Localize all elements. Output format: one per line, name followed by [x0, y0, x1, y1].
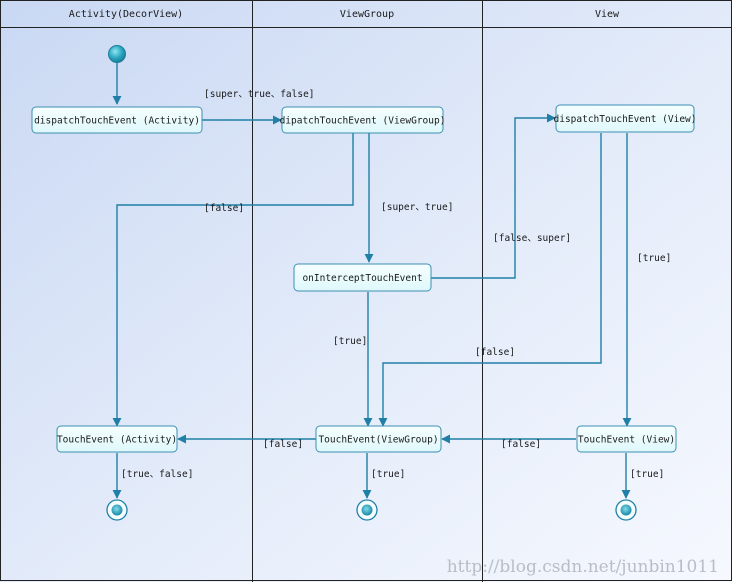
node-touch-view: TouchEvent (View)	[576, 425, 677, 453]
label-super-true-false: [super、true、false]	[204, 89, 315, 100]
watermark: http://blog.csdn.net/junbin1011	[447, 557, 719, 577]
end-node-viewgroup	[356, 499, 378, 521]
label-touchviewgroup-true: [true]	[371, 469, 405, 480]
node-dispatch-activity-label: dispatchTouchEvent (Activity)	[34, 116, 200, 127]
label-false-super: [false、super]	[493, 233, 571, 244]
end-node-view	[615, 499, 637, 521]
node-dispatch-view: dispatchTouchEvent (View)	[554, 104, 697, 133]
label-view-false: [false]	[475, 347, 515, 358]
edge-view-false	[378, 133, 602, 427]
label-touchview-false: [false]	[501, 439, 541, 450]
node-intercept-label: onInterceptTouchEvent	[302, 273, 422, 284]
node-dispatch-viewgroup-label: dipatchTouchEvent (ViewGroup)	[280, 116, 446, 127]
node-dispatch-viewgroup: dipatchTouchEvent (ViewGroup)	[280, 106, 446, 134]
edges	[112, 63, 632, 499]
node-touch-activity-label: TouchEvent (Activity)	[57, 435, 177, 446]
label-touchactivity-true-false: [true、false]	[121, 469, 193, 480]
label-viewgroup-false: [false]	[204, 203, 244, 214]
label-intercept-true: [true]	[333, 336, 367, 347]
lane-title-view: View	[595, 9, 620, 20]
node-touch-view-label: TouchEvent (View)	[578, 435, 675, 446]
edge-intercept-to-view	[431, 113, 556, 279]
node-dispatch-view-label: dispatchTouchEvent (View)	[554, 114, 697, 125]
node-touch-viewgroup-label: TouchEvent(ViewGroup)	[318, 435, 438, 446]
end-node-activity	[106, 499, 128, 521]
lane-title-viewgroup: ViewGroup	[340, 9, 394, 20]
start-node	[108, 45, 126, 63]
node-dispatch-activity: dispatchTouchEvent (Activity)	[31, 106, 203, 134]
edge-viewgroup-false	[112, 133, 354, 427]
label-viewgroup-super-true: [super、true]	[381, 202, 453, 213]
node-touch-activity: TouchEvent (Activity)	[56, 425, 178, 453]
label-view-true: [true]	[637, 253, 671, 264]
node-intercept: onInterceptTouchEvent	[293, 263, 432, 292]
label-touchview-true: [true]	[630, 469, 664, 480]
label-touchviewgroup-false: [false]	[263, 439, 303, 450]
lane-title-activity: Activity(DecorView)	[69, 9, 183, 20]
node-touch-viewgroup: TouchEvent(ViewGroup)	[315, 425, 442, 453]
